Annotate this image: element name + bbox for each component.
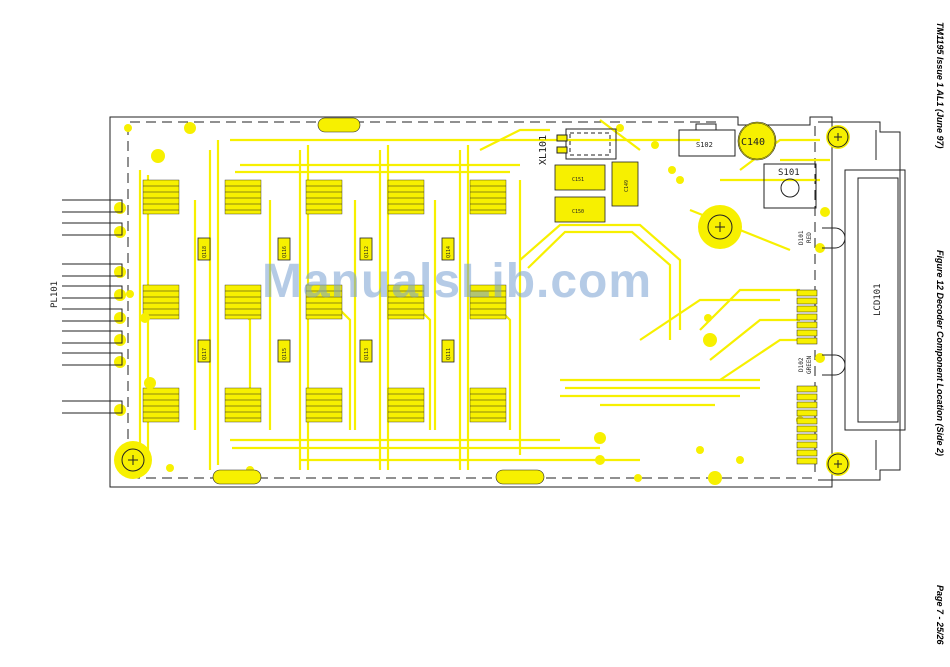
label-c151: C151 [572, 177, 584, 183]
label-lcd101: LCD101 [873, 283, 883, 316]
mounting-hole-top-right [826, 125, 850, 149]
label-d102: D102 [798, 357, 805, 372]
label-q113: Q113 [364, 348, 370, 360]
slot-top-left [318, 118, 360, 132]
label-q118: Q118 [202, 246, 208, 258]
document-reference: TM1195 Issue 1 AL1 (June 97) [935, 22, 945, 149]
label-q115: Q115 [282, 348, 288, 360]
label-q117: Q117 [202, 348, 208, 360]
header-pins [797, 290, 817, 464]
label-c149: C149 [624, 180, 630, 192]
label-pl101: PL101 [50, 281, 60, 308]
label-c150: C150 [572, 209, 584, 215]
figure-title: Figure 12 Decoder Component Location (Si… [935, 250, 945, 456]
pad-array-row-bottom [143, 388, 506, 422]
watermark: ManualsLib.com [262, 254, 652, 309]
components-top [555, 122, 816, 222]
mounting-hole-large-bottom-left [114, 441, 152, 479]
mounting-hole-large-center [698, 205, 742, 249]
mounting-hole-bottom-right [826, 452, 850, 476]
label-xl101: XL101 [538, 135, 549, 165]
xl101-crystal [557, 129, 616, 159]
led-outlines [822, 228, 845, 375]
slot-bottom-mid [496, 470, 544, 484]
label-d101-color: RED [806, 232, 813, 243]
label-c140: C140 [741, 137, 765, 148]
label-s102: S102 [696, 141, 713, 149]
label-d102-color: GREEN [806, 356, 813, 374]
slot-bottom-left [213, 470, 261, 484]
label-q111: Q111 [446, 348, 452, 360]
label-s101: S101 [778, 168, 800, 178]
label-d101: D101 [798, 230, 805, 245]
lcd-housing [818, 122, 905, 480]
page-number: Page 7 - 25/26 [935, 585, 945, 645]
pad-array-row-top [143, 180, 506, 214]
pl101-connector [62, 200, 122, 413]
